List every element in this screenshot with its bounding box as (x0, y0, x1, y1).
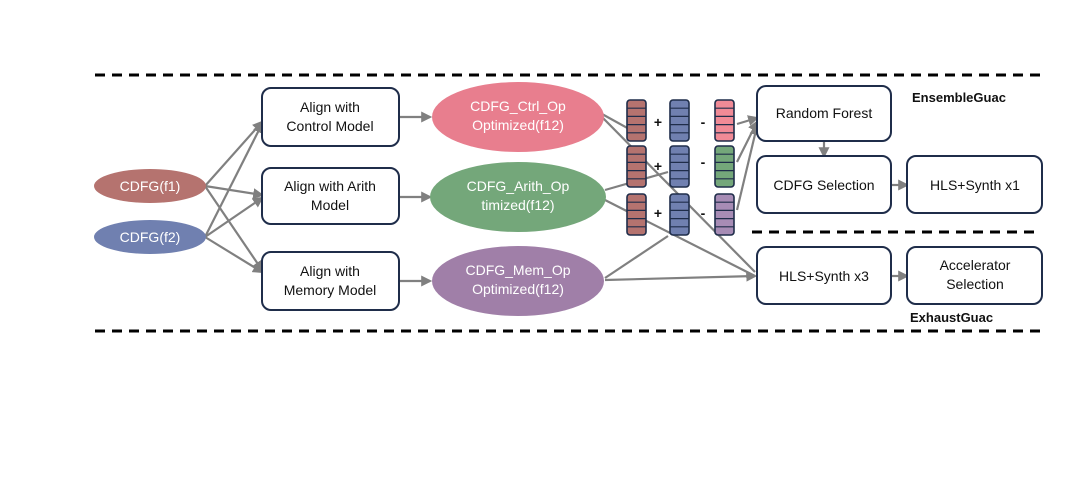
accelerator-selection-line-1: Accelerator (940, 257, 1011, 273)
input-f1-node: CDFG(f1) (94, 169, 206, 203)
vector-f2-row-3 (669, 193, 690, 236)
align-arrows (399, 111, 433, 287)
input-f2-node: CDFG(f2) (94, 220, 206, 254)
cdfg-selection-box: CDFG Selection (756, 155, 892, 214)
hls-synth-x3-box: HLS+Synth x3 (756, 246, 892, 305)
cdfg-selection-label: CDFG Selection (773, 177, 874, 193)
plus-operator-2: + (654, 158, 662, 174)
plus-operator-3: + (654, 205, 662, 221)
optimized-ctrl-line-1: CDFG_Ctrl_Op (470, 98, 566, 114)
input-f2-label: CDFG(f2) (120, 229, 181, 245)
accelerator-selection-box: Accelerator Selection (906, 246, 1043, 305)
minus-operator-2: - (701, 154, 706, 170)
vector-arith-result (714, 145, 735, 188)
optimized-mem-node: CDFG_Mem_Op Optimized(f12) (432, 246, 604, 316)
optimized-arith-line-2: timized(f12) (481, 197, 554, 213)
align-arith-line-1: Align with Arith (284, 178, 376, 194)
align-memory-line-1: Align with (300, 263, 360, 279)
optimized-ctrl-node: CDFG_Ctrl_Op Optimized(f12) (432, 82, 604, 152)
align-memory-box: Align with Memory Model (261, 251, 400, 311)
align-arith-box: Align with Arith Model (261, 167, 400, 225)
hls-synth-x1-box: HLS+Synth x1 (906, 155, 1043, 214)
align-control-box: Align with Control Model (261, 87, 400, 147)
random-forest-box: Random Forest (756, 85, 892, 142)
optimized-mem-line-1: CDFG_Mem_Op (465, 262, 570, 278)
vector-mem-result (714, 193, 735, 236)
vector-arithmetic: + - + - + - (626, 99, 735, 236)
random-forest-label: Random Forest (776, 105, 873, 121)
optimized-mem-line-2: Optimized(f12) (472, 281, 564, 297)
optimized-ctrl-line-2: Optimized(f12) (472, 117, 564, 133)
align-control-line-2: Control Model (286, 118, 373, 134)
exhaustguac-tag: ExhaustGuac (910, 310, 993, 325)
vector-ctrl-result (714, 99, 735, 142)
input-arrows (204, 120, 265, 274)
input-f1-label: CDFG(f1) (120, 178, 181, 194)
hls-synth-x1-label: HLS+Synth x1 (930, 177, 1020, 193)
accelerator-selection-line-2: Selection (946, 276, 1004, 292)
vector-f2-row-1 (669, 99, 690, 142)
vector-f1-row-1 (626, 99, 647, 142)
vector-f1-row-3 (626, 193, 647, 236)
ensembleguac-tag: EnsembleGuac (912, 90, 1006, 105)
minus-operator-1: - (701, 114, 706, 130)
vector-f2-row-2 (669, 145, 690, 188)
plus-operator-1: + (654, 114, 662, 130)
align-control-line-1: Align with (300, 99, 360, 115)
align-memory-line-2: Memory Model (284, 282, 377, 298)
optimized-arith-node: CDFG_Arith_Op timized(f12) (430, 162, 606, 232)
minus-operator-3: - (701, 205, 706, 221)
hls-synth-x3-label: HLS+Synth x3 (779, 268, 869, 284)
optimized-arith-line-1: CDFG_Arith_Op (467, 178, 570, 194)
align-arith-line-2: Model (311, 197, 349, 213)
pipeline-arrows (818, 141, 910, 282)
vector-f1-row-2 (626, 145, 647, 188)
